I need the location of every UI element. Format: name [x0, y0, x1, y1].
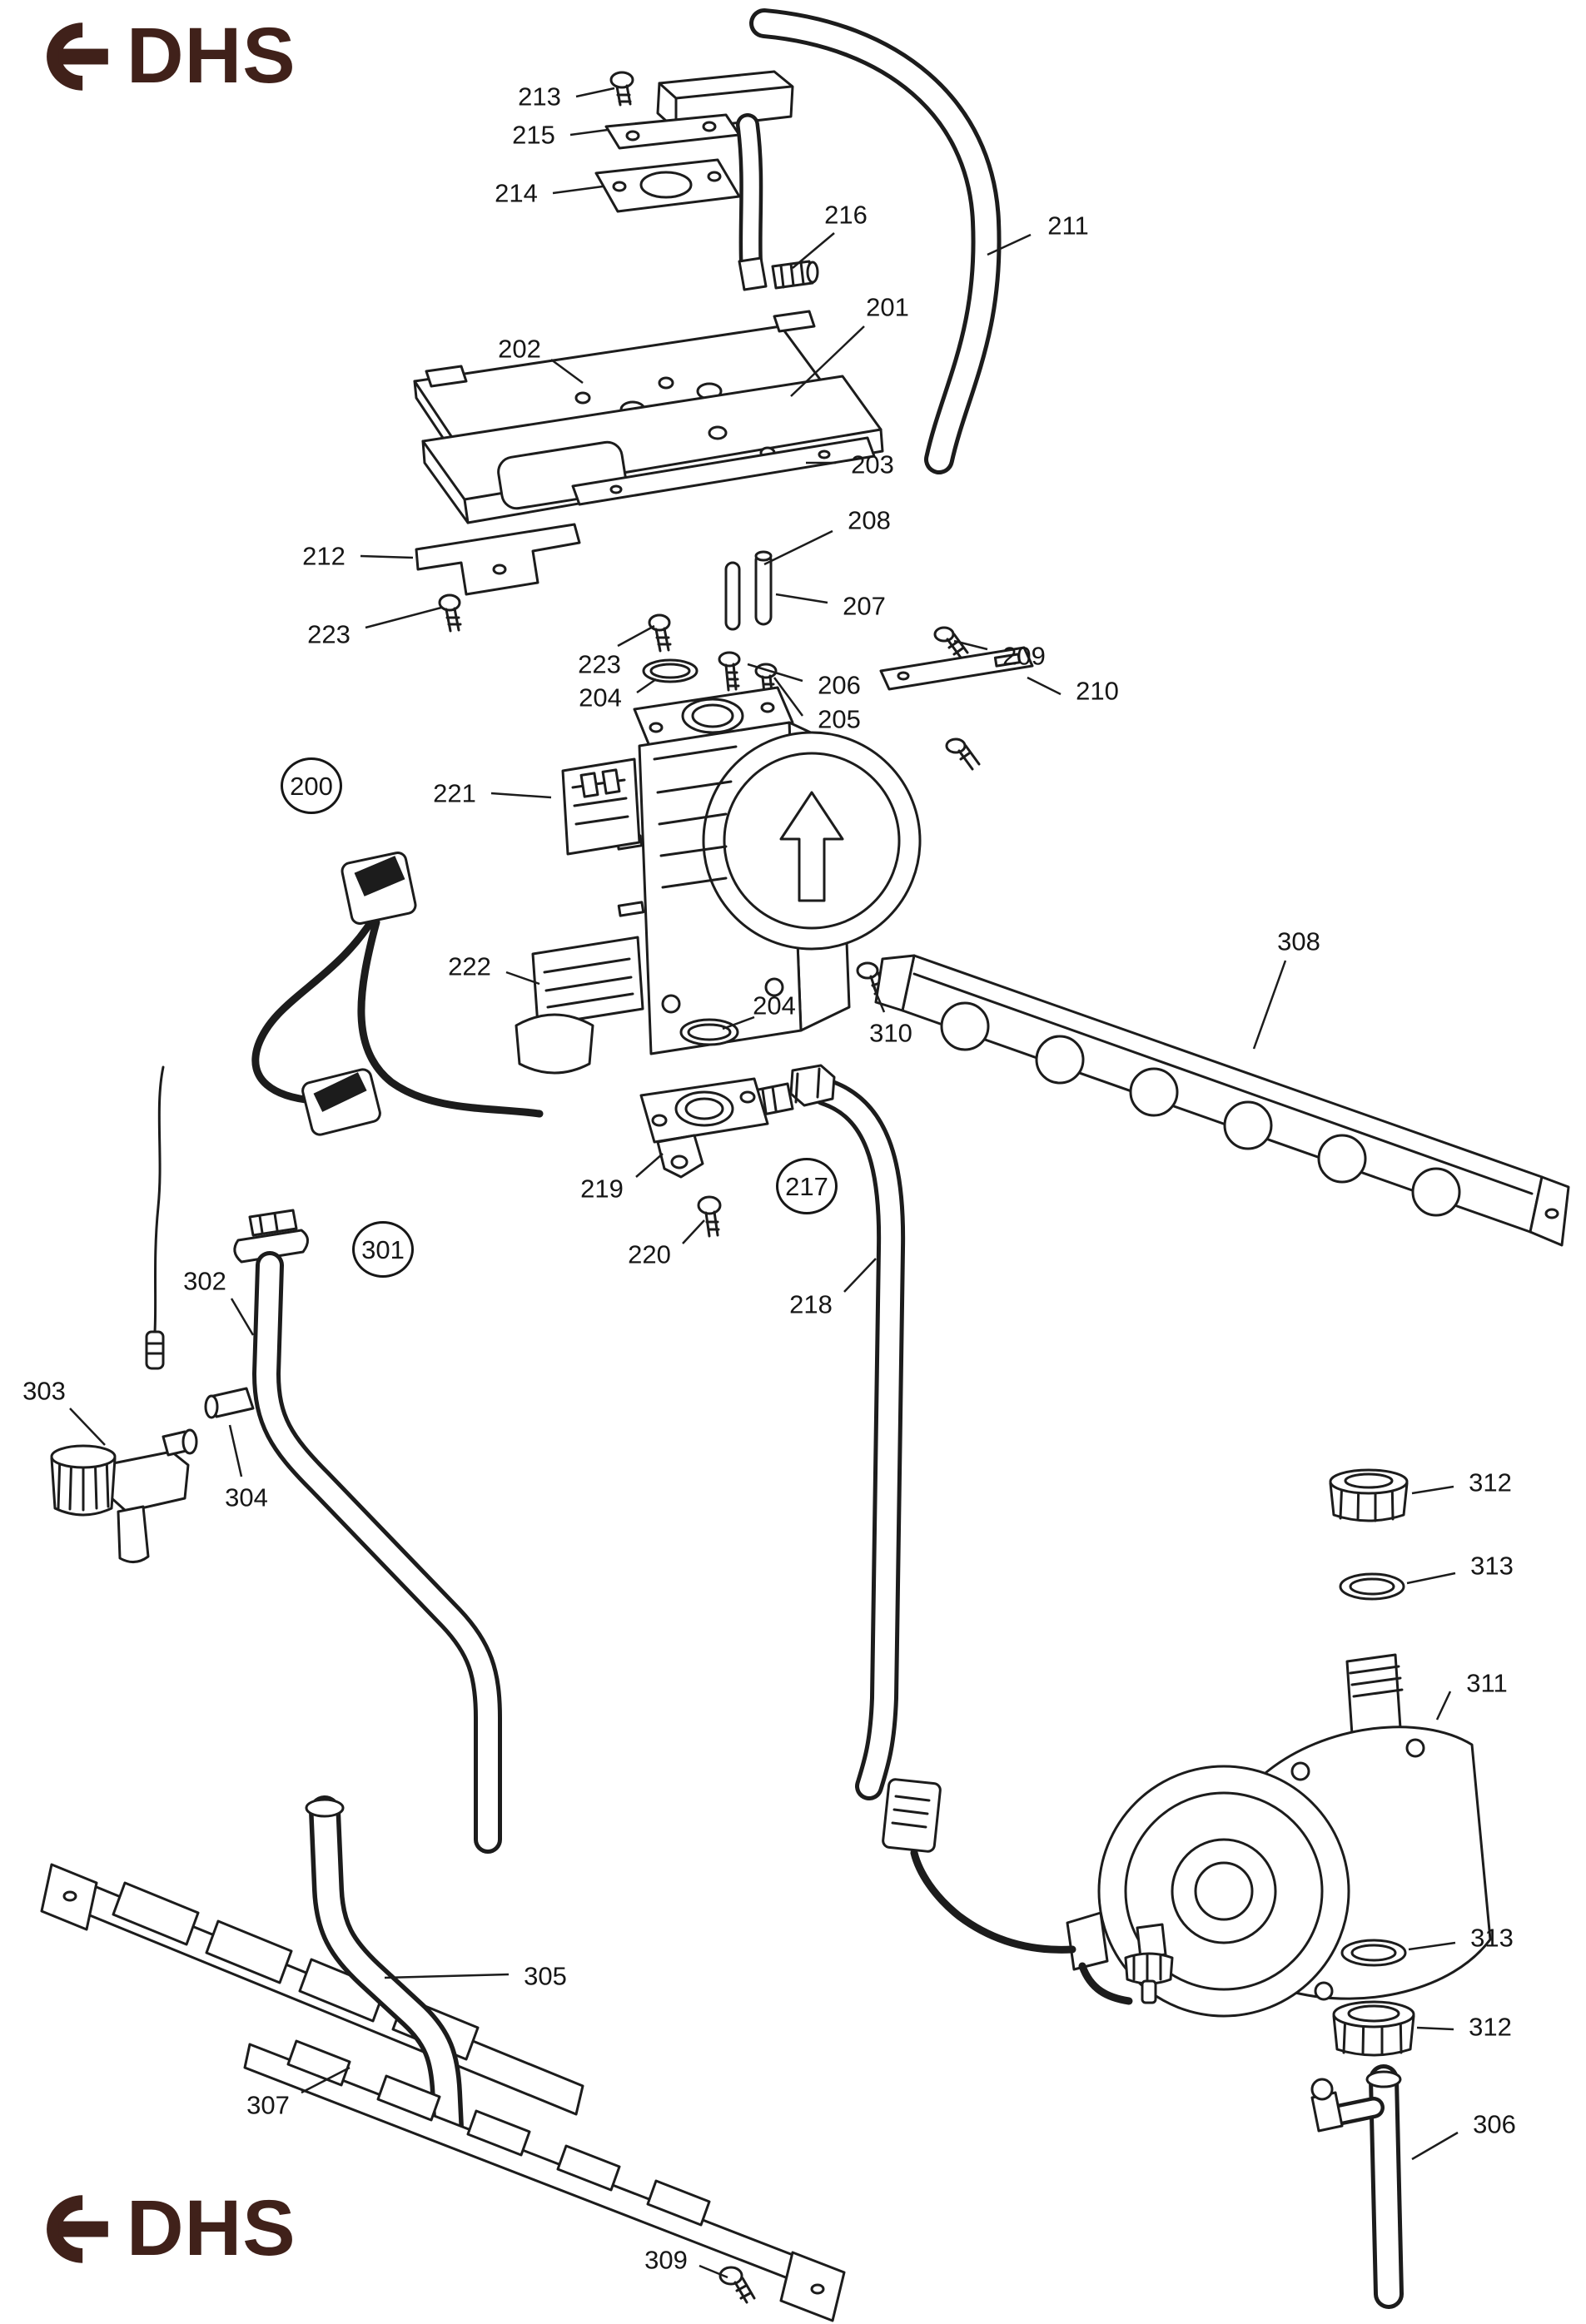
- part-219-flange: [639, 1077, 769, 1179]
- part-209-screw-top: [933, 626, 969, 659]
- part-223-screw-left: [438, 593, 462, 633]
- part-218-pipe: [812, 1078, 906, 1800]
- part-207-pin: [754, 550, 773, 626]
- part-212-bracket: [415, 523, 581, 596]
- part-capillary-tube: [145, 1065, 165, 1370]
- part-306-pipe: [1310, 2064, 1404, 2309]
- part-308-manifold-rail: [874, 954, 1570, 1247]
- part-206-screw: [718, 651, 741, 692]
- part-311-pump: [1066, 1653, 1492, 2018]
- part-bracket-arm: [656, 70, 794, 132]
- part-203-rail: [571, 436, 876, 506]
- part-222-connector: [515, 936, 644, 1075]
- part-211-flue-pipe: [749, 8, 1002, 474]
- part-208-pin: [724, 561, 741, 631]
- part-216-pipe-fitting: [736, 113, 819, 291]
- part-313-washer-top: [1339, 1572, 1405, 1601]
- part-209-screw-bottom: [945, 737, 981, 771]
- part-313-washer-bottom: [1340, 1939, 1407, 1967]
- part-210-bracket: [879, 646, 1034, 691]
- part-wiring-harness: [251, 852, 544, 1136]
- part-305-pipe: [305, 1795, 464, 2143]
- brand-logo-top: DHS: [22, 17, 296, 96]
- brand-logo-text: DHS: [127, 12, 296, 100]
- part-303-valve: [50, 1428, 198, 1563]
- dhs-logo-icon: [47, 22, 108, 91]
- part-312-nut-top: [1329, 1468, 1409, 1522]
- part-221-coil: [561, 757, 641, 856]
- brand-logo-bottom: DHS: [22, 2189, 296, 2268]
- part-213-screw: [609, 71, 634, 107]
- brand-logo-text: DHS: [127, 2184, 296, 2272]
- part-215-clamp: [604, 113, 741, 150]
- part-223-screw-mid: [648, 613, 672, 653]
- part-204-oring-top: [642, 658, 699, 683]
- part-gas-valve-body: [615, 686, 922, 1055]
- part-217-union-nut: [753, 1064, 836, 1117]
- part-204-oring-bottom: [679, 1018, 739, 1046]
- part-302-pipe: [233, 1209, 502, 1854]
- part-312-nut-bottom: [1332, 2000, 1415, 2057]
- part-304-fitting: [204, 1387, 255, 1419]
- part-309-screw: [718, 2266, 756, 2304]
- part-307-rail-lower: [243, 2039, 846, 2322]
- part-pump-cable: [882, 1778, 1174, 2005]
- dhs-logo-icon: [47, 2194, 108, 2263]
- part-214-plate: [594, 158, 741, 213]
- part-220-screw: [697, 1195, 722, 1238]
